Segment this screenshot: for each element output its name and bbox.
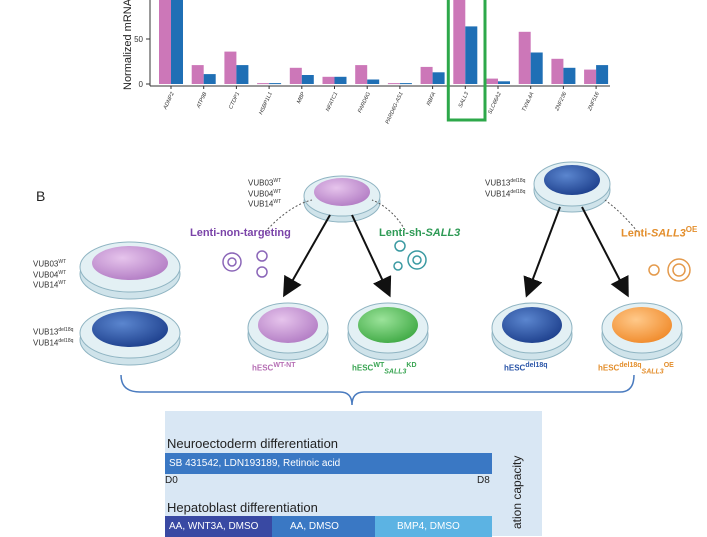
dish-top-wt	[303, 175, 381, 223]
bar-slc66a2-s1	[498, 81, 510, 84]
virus-cluster-purple	[222, 250, 268, 278]
virus-cluster-teal	[393, 240, 427, 271]
y-tick-label: 0	[139, 80, 144, 89]
arrow-to-del	[523, 206, 561, 298]
left-del-lines: VUB13del18q VUB14del18q	[33, 327, 74, 348]
panel-b-letter: B	[36, 188, 46, 204]
bar-hsbp1l1-s0	[257, 83, 270, 85]
bar-mbp-s0	[289, 67, 302, 84]
line-name: VUB14	[248, 199, 274, 209]
dish-del	[491, 302, 573, 361]
bar-slc66a2-s0	[486, 78, 498, 84]
bar-atp9b-s0	[191, 65, 204, 84]
hepato-title: Hepatoblast differentiation	[167, 500, 318, 515]
hepato-bar-3: BMP4, DMSO	[375, 516, 492, 537]
bar-pard6g-as1-s0	[387, 83, 400, 85]
left-wt-lines: VUB03WT VUB04WT VUB14WT	[33, 259, 67, 290]
bottom-bracket	[120, 374, 635, 406]
dish-left-del	[79, 307, 181, 366]
dish-del-label: hESCdel18q	[504, 362, 548, 373]
line-name: VUB04	[248, 189, 274, 199]
virus-sh-label: Lenti-sh-SALL3	[379, 227, 461, 239]
bar-txnl4a-s0	[518, 31, 531, 84]
capacity-side-label: ation capacity	[510, 455, 524, 529]
line-name: VUB13	[33, 327, 59, 337]
bar-znf236-s1	[563, 67, 576, 84]
dish-wt-nt	[247, 302, 329, 361]
bar-mbp-s1	[301, 75, 314, 84]
bar-znf236-s0	[551, 58, 564, 84]
dish-top-del	[533, 161, 611, 213]
dish-wt-nt-label: hESCWT-NT	[252, 362, 296, 373]
bar-atp9b-s1	[203, 74, 216, 84]
arrow-to-kd	[351, 214, 392, 298]
bar-znf516-s1	[596, 65, 609, 84]
bar-rbfa-s1	[432, 72, 445, 84]
bar-nfatc1-s1	[334, 76, 347, 84]
bar-sall3-s0	[453, 0, 466, 84]
bar-group	[159, 0, 609, 85]
bar-pard6g-s0	[355, 65, 368, 84]
bar-sall3-s1	[465, 26, 478, 84]
y-axis-label: Normalized mRNA	[122, 0, 134, 90]
virus-oe-label: Lenti-SALL3OE	[621, 225, 698, 240]
neuro-title: Neuroectoderm differentiation	[167, 436, 339, 451]
neuro-bar: SB 431542, LDN193189, Retinoic acid	[165, 453, 492, 474]
dish-kd	[347, 302, 429, 361]
d8-label: D8	[477, 475, 490, 486]
sall3-highlight-box	[446, 0, 487, 122]
x-tick-label: MBP	[296, 91, 307, 105]
line-name: VUB14	[33, 280, 59, 290]
dish-oe	[601, 302, 683, 361]
y-tick-label: 50	[134, 35, 143, 44]
line-name: VUB03	[248, 178, 274, 188]
arrow-to-oe	[581, 206, 629, 298]
dashed-connector-sh	[371, 199, 406, 231]
y-ticks: 0 50	[134, 35, 150, 89]
virus-nontargeting-label: Lenti-non-targeting	[190, 227, 291, 239]
hepato-bar-1: AA, WNT3A, DMSO	[165, 516, 272, 537]
bar-nfatc1-s0	[322, 76, 335, 84]
bar-ctdp1-s1	[236, 65, 249, 84]
dashed-connector-nt	[264, 199, 313, 233]
line-name: VUB04	[33, 270, 59, 280]
bar-adnp2-s1	[171, 0, 183, 84]
bar-ctdp1-s0	[224, 51, 237, 84]
bar-pard6g-s1	[367, 79, 380, 84]
bar-adnp2-s0	[159, 0, 171, 84]
dish-kd-label: hESCWTSALL3KD	[352, 362, 417, 376]
arrow-to-wt-nt	[283, 214, 331, 298]
line-name: VUB13	[485, 178, 511, 188]
virus-cluster-orange	[648, 258, 691, 282]
bar-hsbp1l1-s1	[269, 83, 282, 85]
line-name: VUB03	[33, 259, 59, 269]
dish-left-wt	[79, 241, 181, 300]
bar-rbfa-s0	[420, 66, 433, 84]
bar-txnl4a-s1	[530, 52, 543, 84]
top-del-lines: VUB13del18q VUB14del18q	[485, 178, 526, 199]
bar-pard6g-as1-s1	[399, 83, 412, 85]
line-name: VUB14	[33, 338, 59, 348]
differentiation-panel: Neuroectoderm differentiation SB 431542,…	[165, 411, 542, 537]
d0-label: D0	[165, 475, 178, 486]
dish-oe-label: hESCdel18qSALL3OE	[598, 362, 674, 376]
bar-znf516-s0	[584, 69, 597, 84]
dashed-connector-oe	[604, 199, 641, 236]
x-tick-label: RBFA	[426, 91, 438, 107]
top-wt-lines: VUB03WT VUB04WT VUB14WT	[248, 178, 282, 209]
line-name: VUB14	[485, 189, 511, 199]
hepato-bar-2: AA, DMSO	[272, 516, 375, 537]
